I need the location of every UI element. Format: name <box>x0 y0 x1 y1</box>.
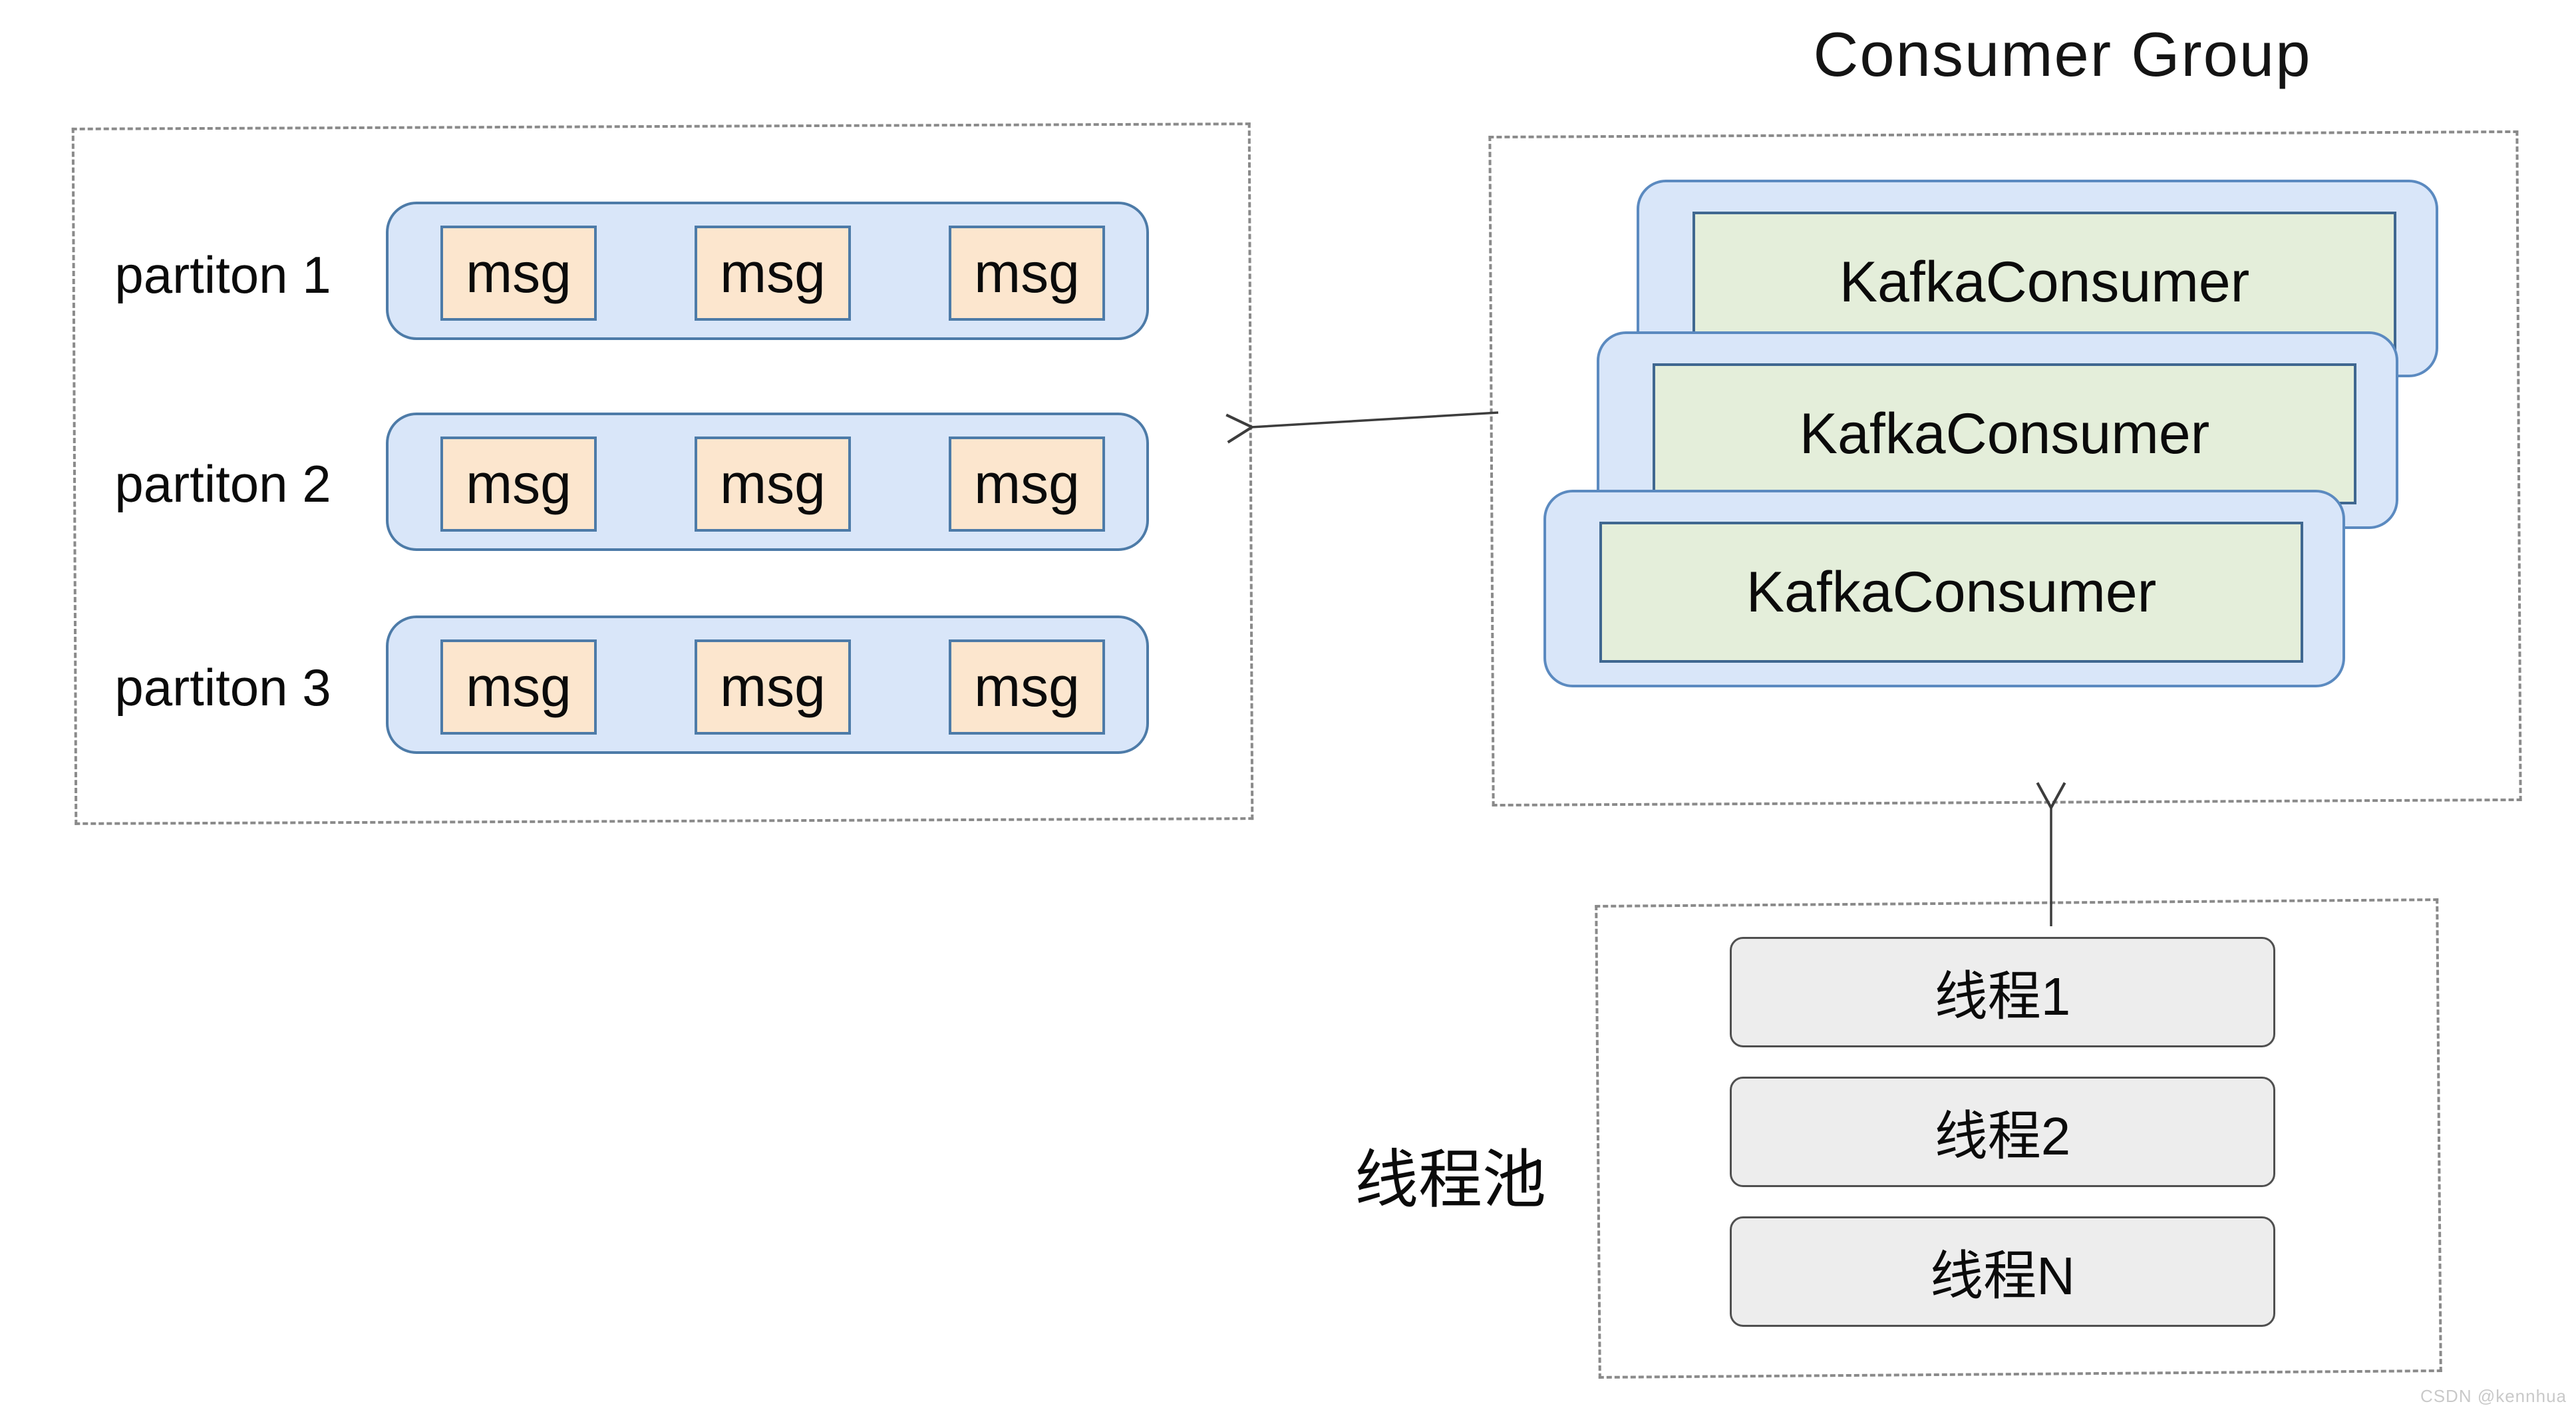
partition-3-container: msg msg msg <box>386 616 1149 754</box>
kafka-consumer-label-1: KafkaConsumer <box>1692 212 2396 353</box>
csdn-watermark: CSDN @kennhua <box>2420 1386 2567 1406</box>
consumer-group-title: Consumer Group <box>1813 19 2312 89</box>
thread-n-box: 线程N <box>1730 1216 2275 1327</box>
partition-3-msg-1: msg <box>440 639 597 735</box>
partition-2-msg-1: msg <box>440 437 597 532</box>
kafka-consumer-card-3: KafkaConsumer <box>1543 490 2345 687</box>
thread-2-box: 线程2 <box>1730 1077 2275 1187</box>
thread-1-box: 线程1 <box>1730 937 2275 1047</box>
kafka-consumer-label-3: KafkaConsumer <box>1599 522 2303 663</box>
arrow-consumer-to-partitions <box>1225 411 1499 444</box>
thread-pool-label: 线程池 <box>1355 1145 1546 1216</box>
partition-1-msg-3: msg <box>949 226 1105 321</box>
partition-1-msg-2: msg <box>695 226 851 321</box>
partition-2-msg-2: msg <box>695 437 851 532</box>
kafka-consumer-label-2: KafkaConsumer <box>1653 363 2356 504</box>
partition-2-container: msg msg msg <box>386 413 1149 551</box>
partition-3-msg-3: msg <box>949 639 1105 735</box>
partition-1-label: partiton 1 <box>114 246 331 304</box>
partition-3-label: partiton 3 <box>114 658 331 717</box>
partition-1-msg-1: msg <box>440 226 597 321</box>
partition-1-container: msg msg msg <box>386 202 1149 340</box>
partition-3-msg-2: msg <box>695 639 851 735</box>
partition-2-label: partiton 2 <box>114 454 331 513</box>
partition-2-msg-3: msg <box>949 437 1105 532</box>
kafka-consumer-card-1: KafkaConsumer <box>1637 180 2438 377</box>
